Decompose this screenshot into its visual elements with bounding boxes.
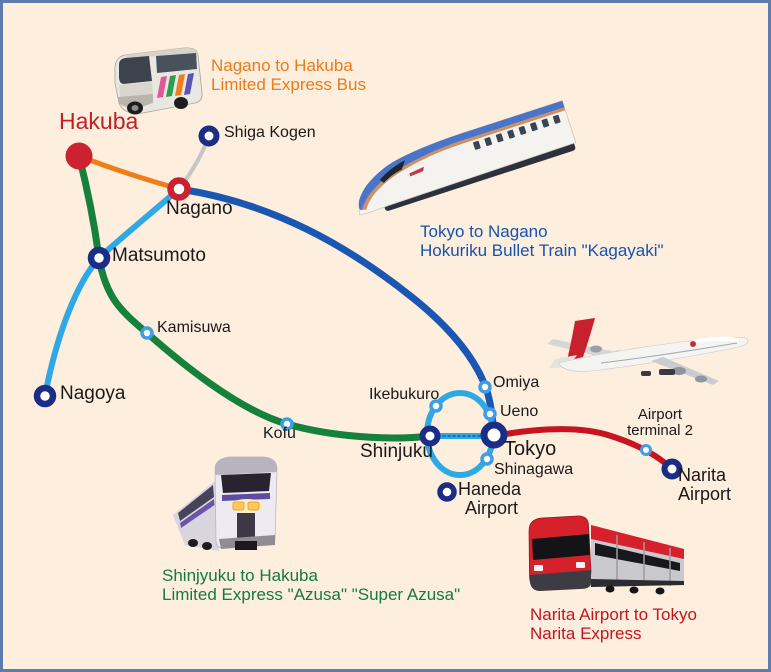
route-nex-line [491, 426, 675, 472]
narita-label-line1: Narita [678, 465, 727, 485]
legend-bus-line2: Limited Express Bus [211, 75, 366, 94]
station-label-shinjuku: Shinjuku [360, 441, 433, 462]
legend-azusa-line2: Limited Express "Azusa" "Super Azusa" [162, 585, 461, 604]
station-marker-nagoya [33, 384, 57, 408]
station-marker-narita-airport [661, 458, 683, 480]
station-label-haneda-airport: Haneda Airport [458, 480, 521, 518]
station-marker-haneda-airport [437, 482, 457, 502]
station-marker-omiya [478, 380, 492, 394]
station-marker-hakuba [65, 142, 93, 170]
map-graphics [33, 47, 749, 595]
route-shinkansen-line [175, 185, 498, 440]
station-marker-airport-terminal-2 [640, 444, 652, 456]
legend-azusa-line1: Shinjyuku to Hakuba [162, 566, 318, 585]
station-label-narita-airport: Narita Airport [678, 466, 731, 504]
route-azusa-line [75, 152, 434, 442]
station-label-tokyo: Tokyo [504, 438, 557, 460]
station-label-shinagawa: Shinagawa [494, 461, 574, 478]
station-label-kamisuwa: Kamisuwa [157, 319, 231, 336]
legend-kagayaki-line2: Hokuriku Bullet Train "Kagayaki" [420, 241, 664, 260]
station-label-ikebukuro: Ikebukuro [369, 386, 440, 403]
station-marker-shiga-kogen [198, 125, 220, 147]
station-label-matsumoto: Matsumoto [112, 245, 206, 266]
legend-kagayaki: Tokyo to Nagano Hokuriku Bullet Train "K… [420, 222, 664, 260]
station-marker-matsumoto [87, 246, 111, 270]
airplane-icon [547, 318, 749, 385]
narita-express-icon [528, 515, 684, 595]
station-marker-shinjuku [419, 425, 441, 447]
station-marker-tokyo [480, 421, 508, 449]
legend-bus: Nagano to Hakuba Limited Express Bus [211, 56, 366, 94]
haneda-label-line1: Haneda [458, 479, 522, 499]
legend-kagayaki-line1: Tokyo to Nagano [420, 222, 548, 241]
station-label-ueno: Ueno [500, 403, 539, 420]
terminal2-label-line2: terminal 2 [627, 422, 693, 439]
station-marker-kamisuwa [140, 326, 154, 340]
station-label-hakuba: Hakuba [59, 108, 139, 134]
azusa-train-icon [173, 456, 278, 551]
station-label-nagoya: Nagoya [60, 383, 126, 404]
station-label-airport-terminal-2: Airport terminal 2 [623, 407, 697, 439]
legend-nex-line2: Narita Express [530, 624, 642, 643]
legend-nex: Narita Airport to Tokyo Narita Express [530, 605, 697, 643]
station-marker-shinagawa [480, 452, 494, 466]
station-markers [33, 125, 683, 502]
station-label-omiya: Omiya [493, 374, 540, 391]
map-labels: Hakuba Shiga Kogen Nagano Matsumoto Kami… [3, 3, 768, 669]
station-label-shiga-kogen: Shiga Kogen [224, 124, 316, 141]
station-marker-ueno [483, 407, 497, 421]
legend-bus-line1: Nagano to Hakuba [211, 56, 353, 75]
station-label-nagano: Nagano [166, 198, 233, 219]
station-marker-ikebukuro [429, 399, 443, 413]
bus-icon [114, 47, 203, 115]
station-marker-kofu [280, 417, 294, 431]
station-label-kofu: Kofu [263, 425, 296, 442]
terminal2-label-line1: Airport [637, 406, 683, 423]
narita-label-line2: Airport [678, 484, 732, 504]
haneda-label-line2: Airport [465, 498, 519, 518]
shinkansen-icon [358, 100, 577, 216]
legend-azusa: Shinjyuku to Hakuba Limited Express "Azu… [162, 566, 460, 604]
legend-nex-line1: Narita Airport to Tokyo [530, 605, 697, 624]
route-lines [42, 134, 675, 478]
station-marker-nagano [167, 177, 191, 201]
